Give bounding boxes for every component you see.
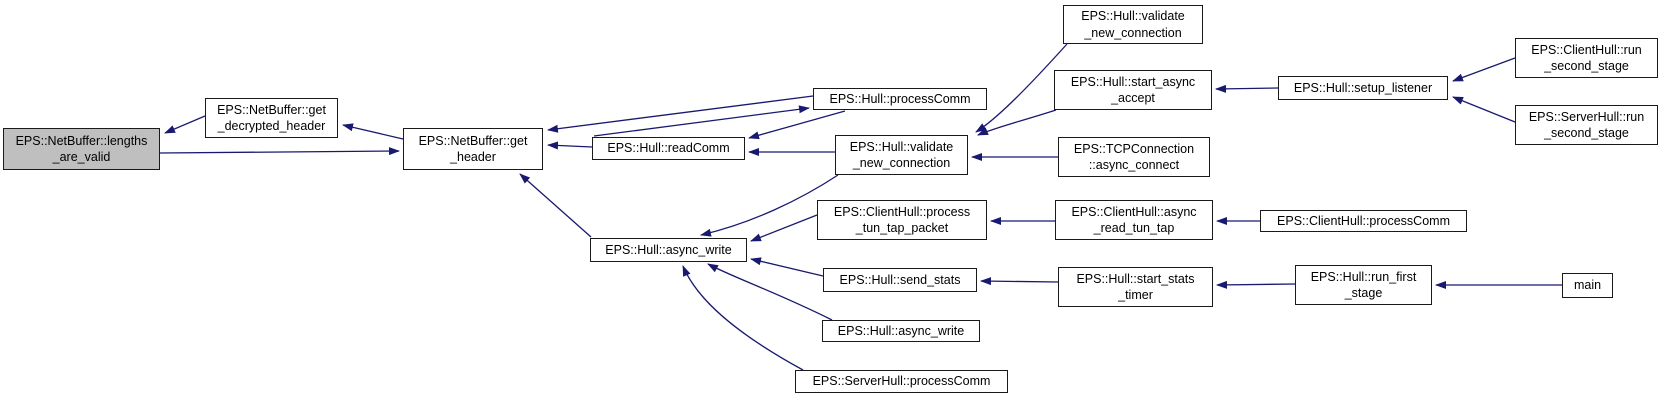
node-lengths-are-valid: EPS::NetBuffer::lengths _are_valid [3, 128, 160, 170]
node-send-stats[interactable]: EPS::Hull::send_stats [823, 268, 977, 292]
edge-start_stats_timer-to-send_stats [980, 277, 1059, 286]
node-main[interactable]: main [1562, 273, 1613, 298]
node-setup-listener[interactable]: EPS::Hull::setup_listener [1278, 76, 1448, 100]
node-serverhull-run-second-stage[interactable]: EPS::ServerHull::run _second_stage [1515, 105, 1658, 145]
node-clienthull-run-second-stage[interactable]: EPS::ClientHull::run _second_stage [1515, 38, 1658, 78]
node-start-stats-timer[interactable]: EPS::Hull::start_stats _timer [1058, 267, 1213, 307]
edge-run_first_stage-to-start_stats_timer [1216, 280, 1296, 289]
edge-setup_listener-to-start_async_accept [1215, 84, 1279, 93]
edge-lengths_are_valid-to-get_header [159, 147, 400, 156]
edge-serverhull_run_second_stage-to-setup_listener [1452, 96, 1516, 123]
node-async-read-tun-tap[interactable]: EPS::ClientHull::async _read_tun_tap [1055, 200, 1213, 240]
node-validate-new-connection[interactable]: EPS::Hull::validate _new_connection [835, 135, 968, 175]
edge-serverhull_processComm-to-async_write [682, 265, 804, 371]
node-get-header[interactable]: EPS::NetBuffer::get _header [403, 128, 543, 170]
node-tcp-async-connect[interactable]: EPS::TCPConnection ::async_connect [1058, 137, 1210, 177]
edge-send_stats-to-async_write [750, 257, 824, 277]
node-run-first-stage[interactable]: EPS::Hull::run_first _stage [1295, 265, 1432, 305]
edge-async_write-to-get_header [519, 173, 592, 238]
edge-clienthull_run_second_stage-to-setup_listener [1452, 57, 1516, 82]
edge-get_header-to-get_decrypted_header [342, 123, 404, 140]
edge-validate_top-to-validate_new_connection [975, 43, 1068, 133]
node-async-write[interactable]: EPS::Hull::async_write [590, 238, 747, 262]
edge-start_async_accept-to-validate_new_connection [977, 109, 1057, 136]
node-processcomm[interactable]: EPS::Hull::processComm [813, 88, 987, 110]
node-validate-new-connection-top[interactable]: EPS::Hull::validate _new_connection [1063, 5, 1203, 44]
edge-readComm-to-processComm [593, 105, 810, 137]
node-start-async-accept[interactable]: EPS::Hull::start_async _accept [1054, 70, 1212, 110]
node-serverhull-processcomm[interactable]: EPS::ServerHull::processComm [795, 370, 1008, 393]
edge-validate_new_connection-to-async_write [700, 174, 839, 237]
edge-process_tun_tap_packet-to-async_write [750, 214, 818, 242]
edge-hull_async_write-to-async_write [707, 263, 833, 321]
node-process-tun-tap-packet[interactable]: EPS::ClientHull::process _tun_tap_packet [817, 200, 987, 240]
edge-get_decrypted_header-to-lengths_are_valid [164, 115, 206, 134]
edge-processComm-to-readComm [748, 110, 846, 140]
node-readcomm[interactable]: EPS::Hull::readComm [592, 137, 745, 160]
node-hull-async-write[interactable]: EPS::Hull::async_write [822, 320, 980, 342]
edge-processComm-to-get_header [547, 95, 814, 133]
node-clienthull-processcomm[interactable]: EPS::ClientHull::processComm [1260, 210, 1467, 232]
node-get-decrypted-header[interactable]: EPS::NetBuffer::get _decrypted_header [205, 98, 338, 138]
edge-readComm-to-get_header [547, 141, 593, 150]
